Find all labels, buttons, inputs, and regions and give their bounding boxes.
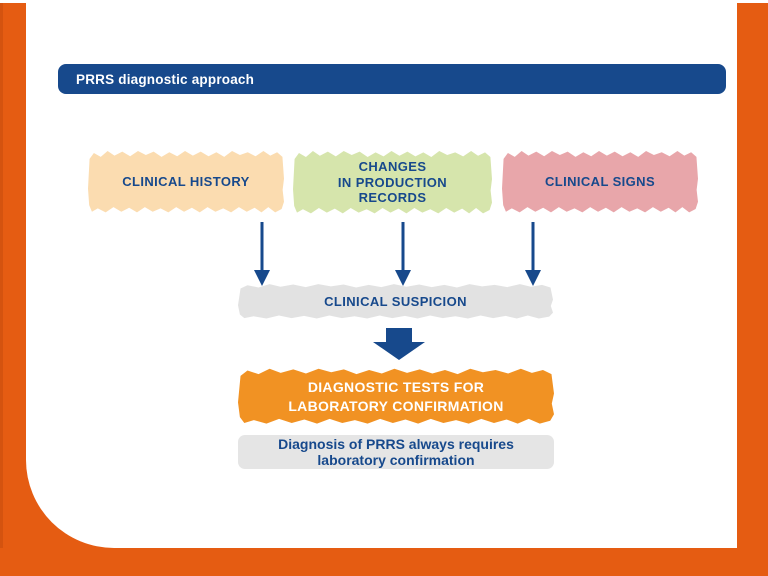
box-clinical-signs-label: CLINICAL SIGNS [544,174,656,190]
orange-frame-right [737,3,768,576]
big-down-arrow-icon [373,328,425,360]
orange-frame-bottom [0,548,768,576]
box-diagnosis-note: Diagnosis of PRRS always requires labora… [238,435,554,469]
box-diagnostic-tests-label: DIAGNOSTIC TESTS FOR LABORATORY CONFIRMA… [288,378,504,414]
down-arrow-icon [395,222,411,286]
box-clinical-signs: CLINICAL SIGNS [502,150,698,213]
orange-frame-left [0,3,26,576]
box-clinical-suspicion-label: CLINICAL SUSPICION [324,293,467,309]
box-clinical-suspicion: CLINICAL SUSPICION [238,284,553,319]
corner-curve [26,460,114,548]
box-diagnosis-note-label: Diagnosis of PRRS always requires labora… [278,436,514,468]
orange-frame-corner [26,460,114,548]
box-diagnostic-tests: DIAGNOSTIC TESTS FOR LABORATORY CONFIRMA… [238,368,554,424]
box-production-records: CHANGES IN PRODUCTION RECORDS [293,151,492,214]
title-bar: PRRS diagnostic approach [58,64,726,94]
page-title: PRRS diagnostic approach [76,71,255,87]
box-production-records-label: CHANGES IN PRODUCTION RECORDS [337,159,448,206]
down-arrow-icon [525,222,541,286]
box-clinical-history: CLINICAL HISTORY [88,150,284,213]
down-arrow-icon [254,222,270,286]
box-clinical-history-label: CLINICAL HISTORY [122,174,250,190]
